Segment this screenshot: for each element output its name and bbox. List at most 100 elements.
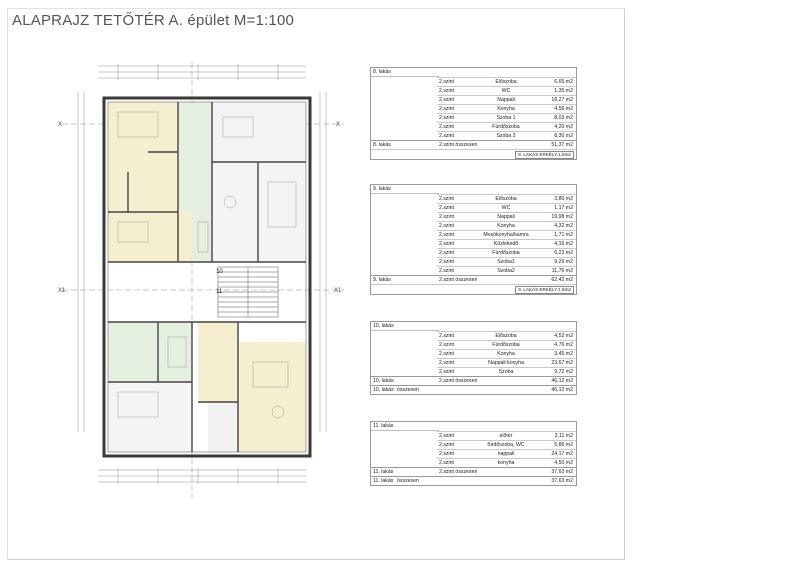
table-rows: 2.szint előtér 3,11 m2 2.szint fürdőszoba, … [371, 431, 576, 467]
row-room: Konyha [497, 223, 515, 229]
summary-unit: 9. lakás [373, 277, 391, 283]
row-room: előtér [499, 433, 513, 439]
row-area: 18,27 m2 [551, 97, 573, 103]
balcony-note: 9. LAKÁS ERKÉLY:1,8m2 [515, 286, 574, 294]
row-room: Előszoba [495, 79, 517, 85]
table-row: 2.szint Nappali 18,27 m2 [437, 95, 576, 104]
total-area: 37,63 m2 [551, 478, 573, 484]
row-room: fürdőszoba, WC [487, 442, 525, 448]
row-room: Közlekedő [493, 241, 519, 247]
summary-unit: 8. lakás [373, 142, 391, 148]
row-room: Konyha [497, 106, 515, 112]
row-room: Szoba 2 [496, 133, 516, 139]
row-room: WC [501, 88, 511, 94]
row-room: konyha [497, 460, 515, 466]
table-header: 11. lakás [371, 422, 439, 431]
axis-label-x1-right: X1 [334, 288, 342, 294]
axis-label-x1-left: X1 [58, 288, 66, 294]
row-level: 2.szint [439, 333, 454, 339]
unit-label-10: 10 [216, 269, 223, 275]
summary-label: 2.szint összesen [439, 142, 478, 148]
summary-area: 37,63 m2 [551, 469, 573, 475]
row-area: 5,86 m2 [554, 442, 573, 448]
row-area: 1,35 m2 [554, 88, 573, 94]
summary-unit: 10. lakás [373, 378, 394, 384]
row-room: Szoba1 [497, 259, 515, 265]
row-room: Szoba [498, 369, 514, 375]
row-area: 6,23 m2 [554, 250, 573, 256]
row-area: 4,56 m2 [554, 106, 573, 112]
row-level: 2.szint [439, 115, 454, 121]
row-level: 2.szint [439, 360, 454, 366]
apartment-table-11: 11. lakás 2.szint előtér 3,11 m2 2.szint fü… [370, 421, 577, 486]
table-header: 9. lakás [371, 185, 439, 194]
row-level: 2.szint [439, 97, 454, 103]
table-header: 8. lakás [371, 68, 439, 77]
row-level: 2.szint [439, 369, 454, 375]
row-level: 2.szint [439, 223, 454, 229]
row-level: 2.szint [439, 460, 454, 466]
row-area: 9,29 m2 [554, 259, 573, 265]
row-area: 1,71 m2 [554, 232, 573, 238]
row-level: 2.szint [439, 250, 454, 256]
row-level: 2.szint [439, 442, 454, 448]
row-area: 1,17 m2 [554, 205, 573, 211]
row-level: 2.szint [439, 205, 454, 211]
row-level: 2.szint [439, 342, 454, 348]
row-level: 2.szint [439, 259, 454, 265]
row-room: Szoba2 [497, 268, 515, 274]
row-level: 2.szint [439, 214, 454, 220]
row-room: Konyha [497, 351, 515, 357]
summary-label: 2.szint összesen [439, 378, 478, 384]
row-level: 2.szint [439, 88, 454, 94]
row-room: Fürdőszoba [492, 250, 520, 256]
row-area: 8,30 m2 [554, 133, 573, 139]
row-room: Fürdőszoba [492, 124, 520, 130]
table-row: 2.szint Előszoba 6,65 m2 [437, 77, 576, 86]
row-room: Előszoba [495, 196, 517, 202]
table-row: 2.szint konyha 4,50 m2 [437, 458, 576, 467]
table-row: 2.szint WC 1,17 m2 [437, 203, 576, 212]
row-room: WC [501, 205, 511, 211]
row-room: Nappali [497, 97, 515, 103]
row-area: 6,65 m2 [554, 79, 573, 85]
row-room: Szoba 1 [496, 115, 516, 121]
note-row: 9. LAKÁS ERKÉLY:1,8m2 [371, 284, 576, 294]
row-level: 2.szint [439, 451, 454, 457]
row-level: 2.szint [439, 241, 454, 247]
row-level: 2.szint [439, 196, 454, 202]
page-title: ALAPRAJZ TETŐTÉR A. épület M=1:100 [12, 12, 295, 29]
row-level: 2.szint [439, 232, 454, 238]
row-area: 4,50 m2 [554, 460, 573, 466]
table-row: 2.szint Fürdőszoba 6,23 m2 [437, 248, 576, 257]
table-row: 2.szint Előszoba 3,80 m2 [437, 194, 576, 203]
row-area: 3,11 m2 [554, 433, 573, 439]
total-label: összesen [397, 478, 419, 484]
row-area: 11,76 m2 [551, 268, 573, 274]
row-area: 24,17 m2 [551, 451, 573, 457]
row-level: 2.szint [439, 79, 454, 85]
row-area: 4,76 m2 [554, 342, 573, 348]
row-level: 2.szint [439, 433, 454, 439]
row-area: 3,80 m2 [554, 196, 573, 202]
balcony-note: 8. LAKÁS ERKÉLY:1,8m2 [515, 151, 574, 159]
row-area: 3,45 m2 [554, 351, 573, 357]
row-area: 4,32 m2 [554, 223, 573, 229]
summary-unit: 11. lakás [373, 469, 394, 475]
